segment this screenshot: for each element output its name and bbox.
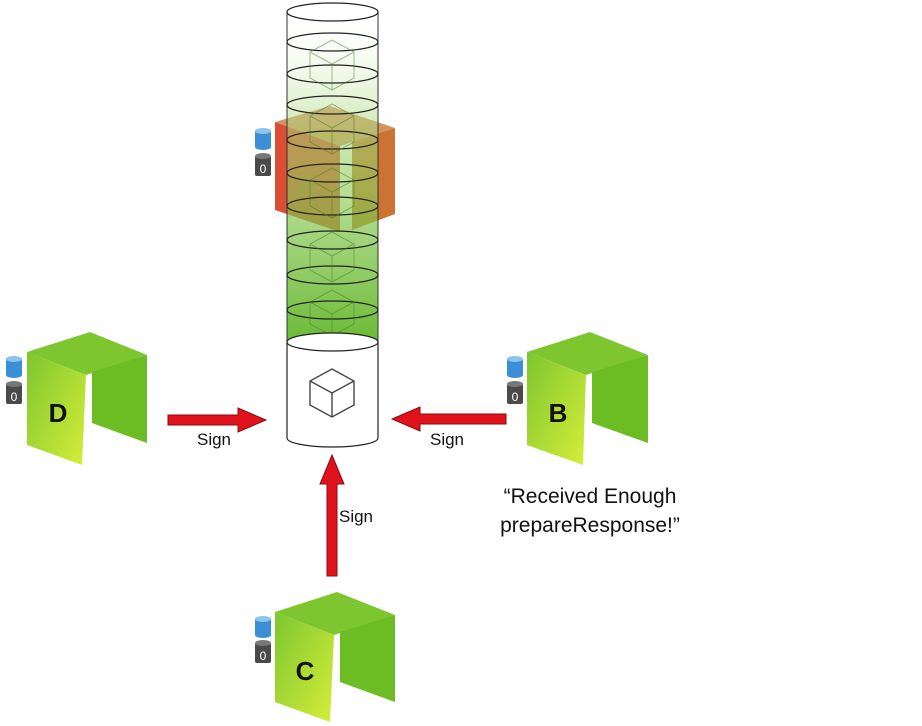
- svg-text:0: 0: [260, 649, 267, 663]
- chain-block-ring: [286, 32, 379, 52]
- chain-block-ring: [286, 2, 379, 22]
- arrow-b-to-block: Sign: [390, 406, 507, 449]
- node-c: C: [275, 592, 395, 722]
- node-b-storage: 0: [507, 356, 523, 404]
- svg-text:0: 0: [11, 390, 18, 404]
- counter-badge: 0: [255, 640, 271, 663]
- blockchain: [286, 2, 379, 342]
- node-b: B: [527, 332, 648, 465]
- chain-block-ring: [286, 163, 379, 183]
- block-cube-icon: [309, 368, 355, 418]
- node-d-front: [27, 352, 86, 465]
- node-d-top: [27, 332, 147, 375]
- arrow-d-label: Sign: [197, 430, 231, 449]
- node-c-side: [340, 615, 395, 702]
- database-icon: [6, 356, 22, 378]
- message-line-1: “Received Enough: [504, 485, 677, 508]
- database-icon: [255, 616, 271, 638]
- svg-text:0: 0: [512, 390, 519, 404]
- database-icon: [255, 128, 271, 150]
- arrow-right-icon: [167, 407, 268, 433]
- node-b-message: “Received Enough prepareResponse!”: [500, 485, 680, 537]
- pending-block: [286, 332, 379, 448]
- chain-block-ring: [286, 230, 379, 250]
- counter-badge: 0: [255, 153, 271, 176]
- node-c-storage: 0: [255, 616, 271, 663]
- node-b-side: [592, 355, 648, 443]
- node-d-storage: 0: [6, 356, 22, 404]
- node-c-front: [275, 612, 334, 722]
- arrow-b-label: Sign: [430, 430, 464, 449]
- node-d-label: D: [49, 398, 68, 428]
- svg-text:0: 0: [260, 162, 267, 176]
- node-b-label: B: [549, 398, 568, 428]
- arrow-d-to-block: Sign: [167, 407, 268, 449]
- arrow-left-icon: [390, 406, 507, 432]
- node-c-label: C: [296, 656, 315, 686]
- node-d-side: [92, 355, 147, 443]
- node-d: D: [27, 332, 147, 465]
- message-line-2: prepareResponse!”: [500, 514, 680, 537]
- counter-badge: 0: [6, 381, 22, 404]
- node-c-top: [275, 592, 395, 635]
- counter-badge: 0: [507, 381, 523, 404]
- arrow-up-icon: [319, 453, 345, 577]
- database-icon: [507, 356, 523, 378]
- node-b-front: [527, 352, 586, 465]
- arrow-c-to-block: Sign: [319, 453, 373, 577]
- node-a-storage: 0: [255, 128, 271, 176]
- arrow-c-label: Sign: [339, 507, 373, 526]
- chain-block-ring: [286, 95, 379, 115]
